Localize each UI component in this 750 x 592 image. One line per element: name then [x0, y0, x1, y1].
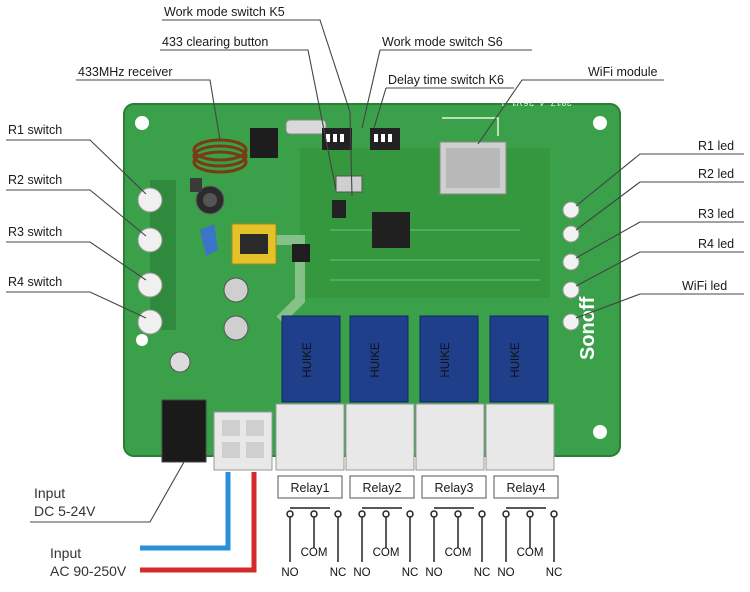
label-work-mode-k5: Work mode switch K5 [164, 5, 285, 19]
relay2-com: COM [373, 547, 400, 559]
relay2-contacts [358, 507, 414, 562]
relay2-no: NO [353, 567, 370, 579]
label-dc-input-range: DC 5-24V [34, 503, 96, 519]
relay4-com: COM [517, 547, 544, 559]
relay-blocks: HUIKE HUIKE HUIKE HUIKE [281, 315, 549, 403]
status-leds [562, 201, 580, 331]
label-work-mode-s6: Work mode switch S6 [382, 35, 503, 49]
relay1-contacts [286, 507, 342, 562]
label-r2-led: R2 led [698, 167, 734, 181]
mcu-and-wifi [372, 117, 507, 248]
label-r4-led: R4 led [698, 237, 734, 251]
relay-legend: Relay1 Relay2 Relay3 Relay4 [277, 475, 559, 499]
relay2-part: HUIKE [370, 342, 382, 377]
relay4-part: HUIKE [510, 342, 522, 377]
relay4-no: NO [497, 567, 514, 579]
terminal-blocks [213, 403, 555, 471]
relay1-label: Relay1 [291, 481, 330, 495]
relay1-com: COM [301, 547, 328, 559]
relay3-nc: NC [474, 567, 491, 579]
label-r4-switch: R4 switch [8, 275, 62, 289]
label-r1-switch: R1 switch [8, 123, 62, 137]
label-r2-switch: R2 switch [8, 173, 62, 187]
board-brand: Sonoff [577, 296, 599, 360]
label-dc-input-title: Input [34, 485, 65, 501]
label-ac-input-title: Input [50, 545, 81, 561]
relay4-contacts [502, 507, 558, 562]
dc-jack [161, 399, 207, 463]
relay3-com: COM [445, 547, 472, 559]
label-wifi-led: WiFi led [682, 279, 727, 293]
label-r1-led: R1 led [698, 139, 734, 153]
ac-input-wires [140, 472, 257, 573]
label-433-clearing-button: 433 clearing button [162, 35, 268, 49]
label-r3-switch: R3 switch [8, 225, 62, 239]
relay2-nc: NC [402, 567, 419, 579]
relay4-nc: NC [546, 567, 563, 579]
label-wifi-module: WiFi module [588, 65, 658, 79]
silk-date: 2017.4.26 [523, 97, 572, 107]
relay2-label: Relay2 [363, 481, 402, 495]
relay1-part: HUIKE [302, 342, 314, 377]
label-delay-time-k6: Delay time switch K6 [388, 73, 504, 87]
callout-lines [6, 19, 744, 523]
relay3-part: HUIKE [440, 342, 452, 377]
relay3-label: Relay3 [435, 481, 474, 495]
relay4-label: Relay4 [507, 481, 546, 495]
relay1-no: NO [281, 567, 298, 579]
power-section [169, 178, 310, 373]
relay3-no: NO [425, 567, 442, 579]
dip-switches [322, 128, 400, 218]
relay3-contacts [430, 507, 486, 562]
relay1-nc: NC [330, 567, 347, 579]
silk-rev: V1.1 [500, 97, 522, 107]
label-r3-led: R3 led [698, 207, 734, 221]
label-ac-input-range: AC 90-250V [50, 563, 127, 579]
label-433mhz-receiver: 433MHz receiver [78, 65, 172, 79]
